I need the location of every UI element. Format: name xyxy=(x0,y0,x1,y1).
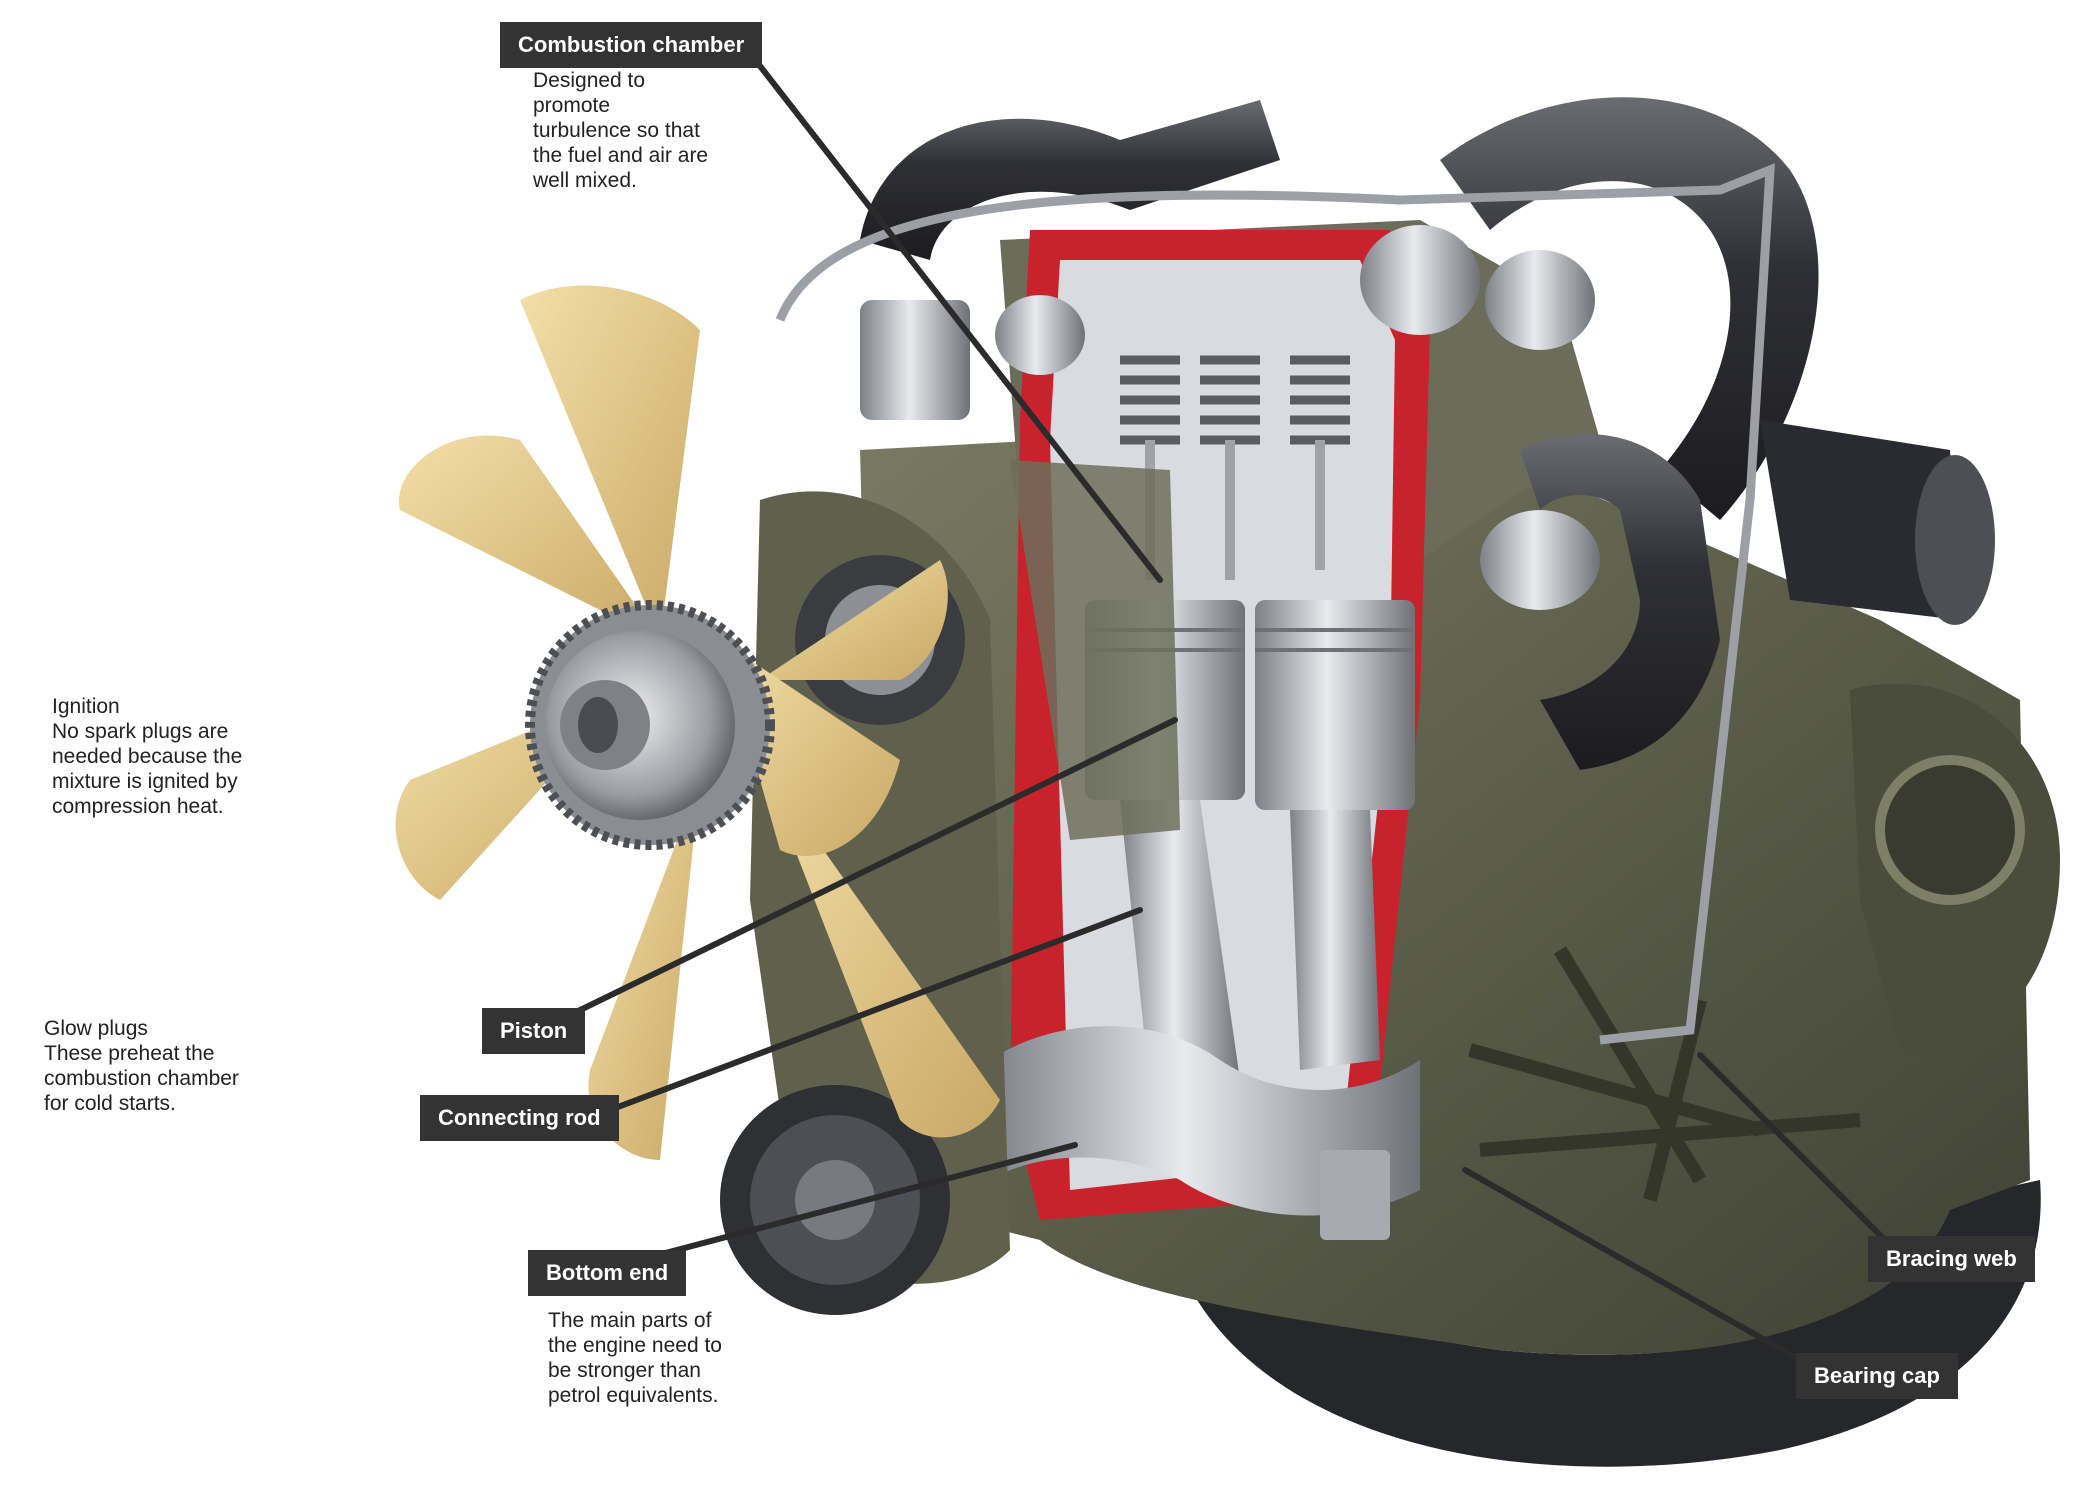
note-line: needed because the xyxy=(52,745,243,768)
note-line: No spark plugs are xyxy=(52,720,229,743)
note-glow-plugs: Glow plugs These preheat the combustion … xyxy=(44,1016,304,1116)
leader-bottom-end xyxy=(617,1142,1078,1268)
fan-blade xyxy=(520,285,700,640)
crankshaft xyxy=(990,1026,1420,1216)
connecting-rod-2 xyxy=(1290,810,1380,1070)
note-line: These preheat the xyxy=(44,1042,215,1065)
air-outlet xyxy=(1760,420,1960,620)
note-bottom-end: The main parts of the engine need to be … xyxy=(548,1308,788,1408)
note-line: combustion chamber xyxy=(44,1067,239,1090)
note-line: compression heat. xyxy=(52,795,224,818)
label-bearing-cap: Bearing cap xyxy=(1796,1353,1958,1399)
note-line: be stronger than xyxy=(548,1359,701,1382)
note-line: The main parts of xyxy=(548,1309,712,1332)
note-heading: Glow plugs xyxy=(44,1017,148,1040)
note-ignition: Ignition No spark plugs are needed becau… xyxy=(52,694,312,819)
leader-piston xyxy=(567,717,1178,1018)
label-bottom-end: Bottom end xyxy=(528,1250,687,1296)
engine-illustration xyxy=(720,97,2060,1467)
leader-combustion-chamber xyxy=(757,63,1163,583)
leader-lines xyxy=(567,63,1893,1363)
note-line: the engine need to xyxy=(548,1334,722,1357)
note-line: mixture is ignited by xyxy=(52,770,238,793)
piston-2 xyxy=(1255,600,1415,810)
note-line: turbulence so that xyxy=(533,119,700,142)
label-connecting-rod: Connecting rod xyxy=(420,1095,619,1141)
leader-bearing-cap xyxy=(1462,1167,1803,1363)
leader-bracing-web xyxy=(1697,1052,1893,1248)
label-combustion-chamber: Combustion chamber xyxy=(500,22,763,68)
note-combustion-chamber: Designed to promote turbulence so that t… xyxy=(533,68,753,193)
note-line: promote xyxy=(533,94,611,117)
fan-blade xyxy=(398,435,660,640)
note-line: the fuel and air are xyxy=(533,144,709,167)
note-line: petrol equivalents. xyxy=(548,1384,719,1407)
flywheel-ring xyxy=(1875,755,2025,905)
fuel-pipe xyxy=(775,163,1775,1045)
fan-blade xyxy=(760,560,948,680)
note-heading: Ignition xyxy=(52,695,120,718)
fan-blade xyxy=(588,780,700,1160)
intake-hose xyxy=(1440,97,1819,520)
label-bracing-web: Bracing web xyxy=(1868,1236,2035,1282)
turbo-pipe xyxy=(1520,434,1720,770)
connecting-rod xyxy=(1120,800,1240,1090)
label-piston: Piston xyxy=(482,1008,586,1054)
note-line: well mixed. xyxy=(533,169,637,192)
bearing-cap-part xyxy=(1320,1150,1390,1240)
cooling-fan xyxy=(395,285,1000,1160)
metal-fittings xyxy=(860,225,1600,610)
note-line: for cold starts. xyxy=(44,1092,176,1115)
leader-connecting-rod xyxy=(607,907,1143,1113)
note-line: Designed to xyxy=(533,69,646,92)
valve-springs xyxy=(1120,355,1350,445)
coolant-hose xyxy=(860,100,1280,260)
